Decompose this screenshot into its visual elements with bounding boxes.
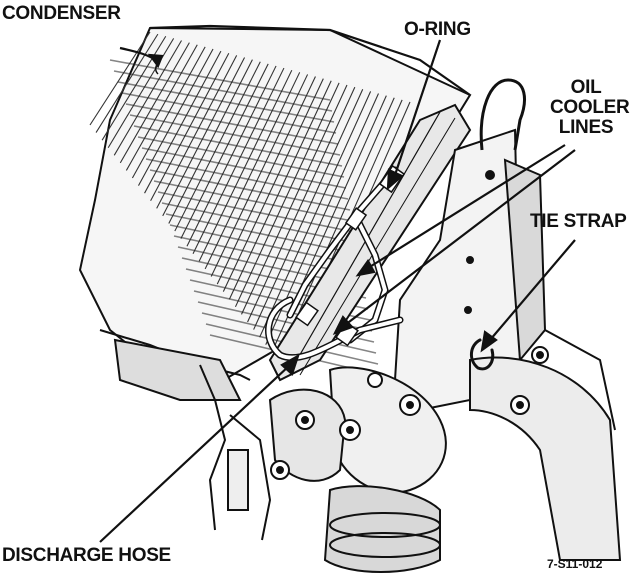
lower-structure [268,329,622,573]
oil-cooler-lines-label: OIL COOLER LINES [550,77,630,138]
condenser-tube [141,147,347,189]
condenser-fin [125,44,198,171]
condenser-tube [153,180,353,222]
condenser-fin [210,74,309,277]
o-ring-label: O-RING [404,19,471,40]
condenser-fin [101,35,167,141]
condenser-fin [174,61,261,232]
condenser-tube [161,202,357,244]
oil-cooler-lines [265,164,495,371]
condenser-fin [253,89,364,330]
condenser-tube [137,136,345,178]
figure-number: 7-S11-012 [547,557,603,571]
condenser-fin [241,84,348,315]
condenser-fin [119,42,190,164]
oil-cooler-lines-label-line3: LINES [558,117,614,138]
condenser-fin [162,57,246,217]
condenser-tube [129,114,341,156]
leader-lines [99,39,576,543]
discharge-hose-label: DISCHARGE HOSE [2,545,171,566]
condenser-fin [89,31,151,126]
oil-cooler-lines-label-line1: OIL [570,77,602,98]
condenser-core [78,24,472,387]
condenser-tube [125,103,339,145]
oil-cooler-lines-label-line2: COOLER [550,97,630,118]
condenser-fin [222,78,324,292]
condenser-tube [117,81,335,123]
condenser-fin [186,65,277,247]
condenser-tube [113,70,333,112]
condenser-fin [138,48,214,186]
condenser-fin [228,80,332,300]
condenser-tube [121,92,337,134]
lower-support [99,329,272,541]
tie-strap-label: TIE STRAP [530,211,627,232]
condenser-tube [109,59,331,101]
condenser-label: CONDENSER [2,3,121,24]
condenser-tube [149,169,351,211]
condenser-fin [198,69,293,262]
condenser-tube [145,158,349,200]
condenser-tube [133,125,343,167]
condenser-fin [144,50,222,194]
condenser-tube [165,213,359,255]
condenser-tube [157,191,355,233]
condenser-fin [247,86,356,323]
